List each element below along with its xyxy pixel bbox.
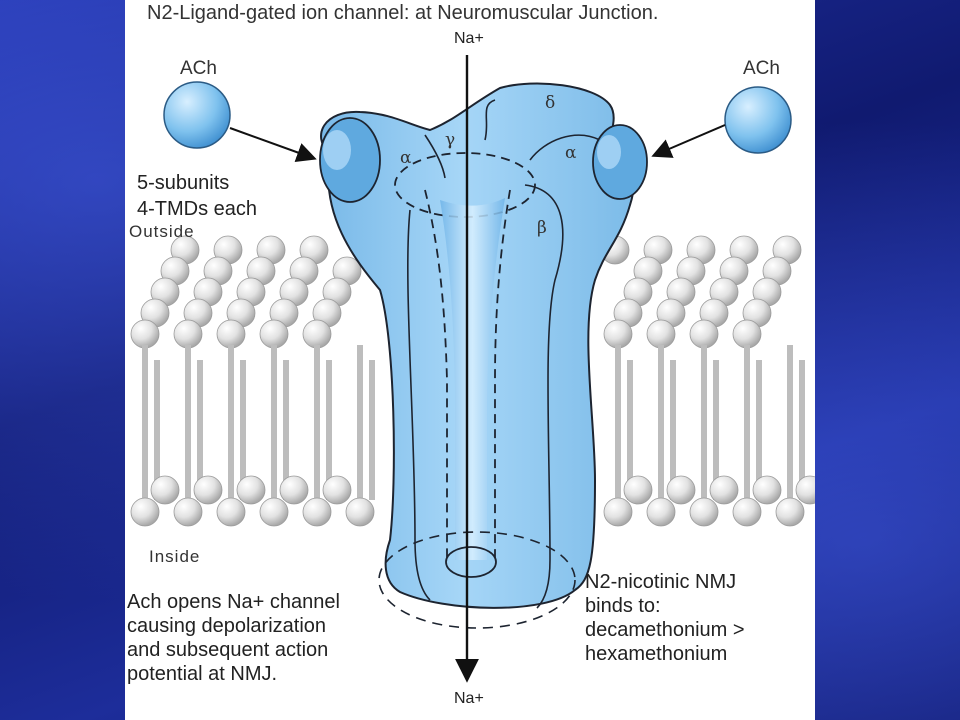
lipid-head: [689, 497, 719, 527]
note-left: Ach opens Na+ channel causing depolariza…: [127, 591, 340, 685]
ion-channel-diagram: [130, 55, 815, 683]
lipid-head: [646, 497, 676, 527]
diagram-title: N2-Ligand-gated ion channel: at Neuromus…: [147, 2, 659, 24]
subunit-delta: δ: [545, 93, 556, 113]
lipid-head: [130, 319, 160, 349]
lipid-head: [666, 475, 696, 505]
lipid-head: [150, 475, 180, 505]
ach-molecule-left: [163, 81, 231, 149]
inside-label: Inside: [149, 547, 201, 566]
lipid-head: [173, 497, 203, 527]
lipid-head: [193, 475, 223, 505]
ach-right-label: ACh: [743, 58, 780, 79]
lipid-head: [259, 497, 289, 527]
subunit-note: 5-subunits 4-TMDs each: [137, 172, 258, 220]
lipid-head: [302, 319, 332, 349]
slide-content: N2-Ligand-gated ion channel: at Neuromus…: [125, 0, 815, 720]
lipid-head: [732, 319, 762, 349]
lipid-head: [345, 497, 375, 527]
lipid-head: [646, 319, 676, 349]
lipid-head: [603, 319, 633, 349]
ion-top-label: Na+: [454, 30, 484, 47]
lipid-head: [775, 497, 805, 527]
ion-bottom-label: Na+: [454, 690, 484, 707]
lipid-head: [236, 475, 266, 505]
membrane-lower-layer: [130, 475, 815, 527]
ach-left-label: ACh: [180, 58, 217, 79]
membrane-tails: [142, 345, 805, 505]
lipid-head: [216, 497, 246, 527]
channel-protein: [319, 82, 648, 629]
lipid-head: [709, 475, 739, 505]
lipid-head: [259, 319, 289, 349]
lipid-head: [279, 475, 309, 505]
lipid-head: [302, 497, 332, 527]
ach-molecule-right: [724, 86, 792, 154]
lipid-head: [689, 319, 719, 349]
lipid-head: [173, 319, 203, 349]
subunit-gamma: γ: [445, 130, 456, 150]
lipid-head: [322, 475, 352, 505]
subunit-beta: β: [537, 218, 547, 238]
subunit-alpha-left: α: [400, 148, 412, 168]
note-right: N2-nicotinic NMJ binds to: decamethonium…: [585, 571, 745, 665]
lipid-head: [732, 497, 762, 527]
lipid-head: [130, 497, 160, 527]
lipid-head: [603, 497, 633, 527]
lipid-head: [752, 475, 782, 505]
lipid-head: [216, 319, 246, 349]
subunit-alpha-right: α: [565, 143, 577, 163]
outside-label: Outside: [129, 222, 195, 241]
ach-left-arrow: [229, 127, 317, 162]
lipid-head: [795, 475, 815, 505]
lipid-head: [623, 475, 653, 505]
ach-right-arrow: [651, 124, 726, 158]
